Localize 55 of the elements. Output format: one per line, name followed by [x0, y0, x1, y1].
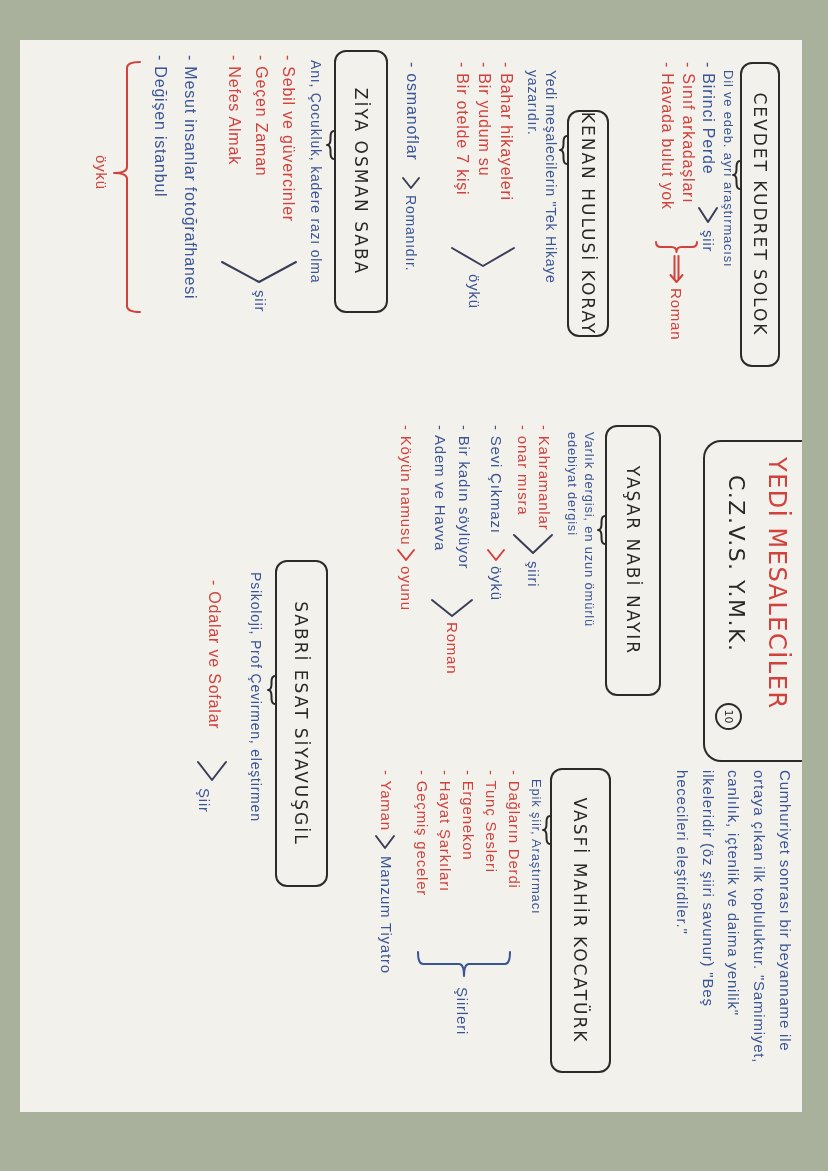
work-title: - Bir kadın söylüyor	[455, 425, 474, 570]
work-title: - Kahramanlar	[535, 425, 554, 531]
work-title: - Nefes Almak	[225, 55, 244, 165]
work-title: - Adem ve Havva	[431, 425, 450, 552]
title-frame	[703, 440, 802, 762]
work-title: - Odalar ve Sofalar	[205, 580, 224, 730]
work-title: - Geçmiş geceler	[413, 770, 432, 897]
work-title: - Dağların Derdi	[505, 770, 524, 889]
work-title: - Sınıf arkadaşları	[679, 62, 698, 204]
work-title: - Sebil ve güvercinler	[279, 55, 298, 222]
work-title: - Bir yudum su	[475, 62, 494, 177]
description-text: Yedi meşalecilerin "Tek Hikaye yazarıdır.	[523, 70, 560, 286]
work-title: - Havada bulut yok	[658, 62, 677, 210]
genre-label: Romanıdır.	[402, 195, 420, 272]
circled-number: 10	[715, 703, 742, 730]
work-title: - Mesut insanlar fotoğrafhanesi	[181, 55, 200, 300]
work-title: - Birinci Perde	[699, 62, 718, 175]
work-title: - Bahar hikayeleri	[497, 62, 516, 201]
author-name-box: VASFİ MAHİR KOCATÜRK	[550, 768, 611, 1073]
description-text: Anı, Çocukluk, kadere razı olma	[307, 60, 325, 284]
author-name-box: KENAN HULUSİ KORAY	[567, 110, 609, 337]
description-text: Varlık dergisi, en uzun ömürlü edebiyat dergisi	[564, 432, 597, 629]
genre-label: Roman	[667, 288, 686, 341]
work-title: - osmanoflar	[403, 62, 422, 161]
description-text: Psikoloji, Prof Çevirmen, eleştirmen	[247, 572, 265, 822]
genre-label: şiir	[699, 230, 718, 253]
author-name-box: SABRİ ESAT SİYAVUŞGİL	[275, 560, 328, 887]
work-title: - Geçen Zaman	[252, 55, 271, 177]
work-title: - Yaman	[377, 770, 396, 831]
genre-label: şiiri	[524, 561, 543, 588]
genre-label: öykü	[465, 274, 484, 309]
work-title: - Köyün namusu	[397, 425, 416, 546]
diagram-title: YEDİ MESALECİLER	[762, 457, 792, 710]
genre-label: öykü	[92, 155, 111, 190]
work-title: - Bir otelde 7 kişi	[453, 62, 472, 196]
work-title: - Sevi Çıkmazı	[487, 425, 506, 534]
author-name-box: YAŞAR NABİ NAYIR	[605, 425, 661, 696]
author-name-box: ZİYA OSMAN SABA	[334, 50, 388, 313]
genre-label: Roman	[443, 622, 462, 675]
genre-label: Şiir	[195, 788, 214, 813]
description-text: Epik şiir, Araştırmacı	[528, 779, 544, 915]
genre-label: öykü	[487, 566, 506, 601]
description-text: Dil ve edeb. ayrı araştırmacısı	[720, 70, 736, 268]
work-title: - Ergenekon	[459, 770, 478, 861]
intro-paragraph: Cumhuriyet sonrası bir beyanname ile ortaya çıkan ilk topluluktur. "Samimiyet, canlılık, içtenlik ve daima yenilik" ilkeleridir (öz şiiri savunur) "Beş hececileri eleştirdiler."	[672, 770, 795, 1066]
work-title: - Değişen istanbul	[151, 55, 170, 198]
work-title: - onar mısra	[514, 425, 533, 516]
abbreviation-text: C.Z.V.S. Y.M.K.	[723, 475, 750, 653]
genre-label: şiir	[251, 290, 270, 313]
genre-label: Şiirleri	[453, 987, 472, 1036]
work-title: - Tunç Sesleri	[482, 770, 501, 873]
genre-label: oyunu	[397, 566, 416, 611]
author-name-box: CEVDET KUDRET SOLOK	[740, 62, 780, 367]
genre-label: Manzum Tiyatro	[377, 856, 396, 974]
work-title: - Hayat Şarkıları	[436, 770, 455, 892]
